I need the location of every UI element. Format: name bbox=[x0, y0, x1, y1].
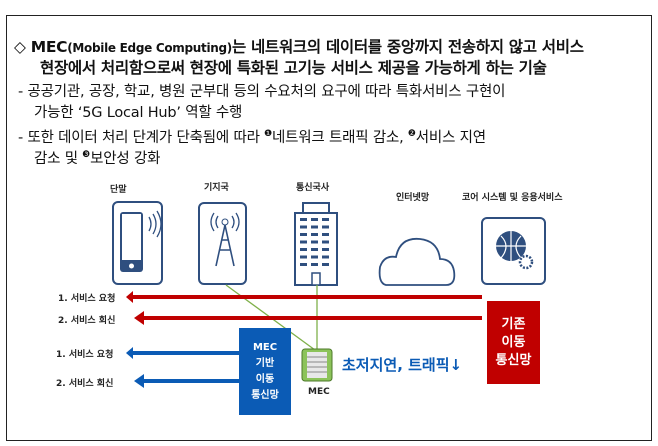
mec-server-icon bbox=[301, 348, 333, 382]
box-text: 기존 bbox=[501, 316, 526, 332]
building-window bbox=[322, 248, 329, 251]
number-2-icon: ❷ bbox=[407, 129, 416, 140]
internet-cloud-icon bbox=[378, 237, 456, 286]
node-label-terminal: 단말 bbox=[110, 185, 127, 195]
content-frame bbox=[6, 15, 652, 441]
node-label-core: 코어 시스템 및 응용서비스 bbox=[462, 193, 563, 203]
text: 감소 및 bbox=[34, 151, 83, 167]
point-1-line-2: 가능한 ‘5G Local Hub’ 역할 수행 bbox=[34, 105, 243, 121]
diamond-bullet-icon: ◇ bbox=[14, 38, 26, 56]
building-window bbox=[322, 240, 329, 244]
point-1-line-1: - 공공기관, 공장, 학교, 병원 군부대 등의 수요처의 요구에 따라 특화… bbox=[18, 84, 506, 100]
mec-term: MEC bbox=[30, 38, 68, 56]
legacy-network-box: 기존 이동 통신망 bbox=[487, 301, 540, 384]
building-window bbox=[311, 225, 318, 229]
mec-expansion: (Mobile Edge Computing) bbox=[67, 41, 232, 55]
building-window bbox=[311, 218, 318, 221]
base-station-tower-icon bbox=[198, 202, 247, 285]
legacy-request-arrow bbox=[126, 291, 482, 303]
mec-network-box: MEC 기반 이동 통신망 bbox=[239, 328, 291, 415]
telecom-building-icon bbox=[294, 202, 338, 286]
intro-line-2: 현장에서 처리함으로써 현장에 특화된 고기능 서비스 제공을 가능하게 하는 … bbox=[40, 59, 547, 77]
building-window bbox=[300, 248, 307, 251]
building-window bbox=[322, 218, 329, 221]
building-window bbox=[311, 248, 318, 251]
node-label-central-office: 통신국사 bbox=[296, 183, 330, 193]
legacy-request-label: 1. 서비스 요청 bbox=[58, 294, 116, 304]
mec-server-label: MEC bbox=[308, 387, 330, 397]
building-window bbox=[300, 225, 307, 229]
text: 네트워크 트래픽 감소, bbox=[272, 130, 408, 146]
building-window bbox=[322, 233, 329, 236]
building-window bbox=[311, 240, 318, 244]
benefit-label: 초저지연, 트래픽↓ bbox=[342, 356, 463, 374]
building-window bbox=[322, 263, 329, 266]
text: 서비스 지연 bbox=[415, 130, 486, 146]
node-label-internet: 인터넷망 bbox=[396, 193, 430, 203]
point-2-line-2: 감소 및 ❸보안성 강화 bbox=[34, 147, 160, 168]
intro-line-1: ◇ MEC(Mobile Edge Computing)는 네트워크의 데이터를… bbox=[14, 35, 584, 57]
phone-icon bbox=[112, 201, 163, 285]
number-3-icon: ❸ bbox=[82, 150, 91, 161]
legacy-reply-arrow bbox=[134, 311, 482, 325]
text: 보안성 강화 bbox=[90, 151, 161, 167]
building-window bbox=[311, 255, 318, 259]
building-window bbox=[300, 233, 307, 236]
globe-gear-icon bbox=[481, 217, 546, 285]
mec-reply-label: 2. 서비스 회신 bbox=[56, 379, 114, 389]
building-window bbox=[322, 255, 329, 259]
mec-request-arrow bbox=[126, 347, 240, 359]
mec-request-label: 1. 서비스 요청 bbox=[56, 350, 114, 360]
building-window bbox=[311, 263, 318, 266]
text: - 또한 데이터 처리 단계가 단축됨에 따라 bbox=[18, 130, 265, 146]
box-text: 기반 bbox=[255, 357, 275, 369]
building-window bbox=[300, 240, 307, 244]
building-window bbox=[300, 218, 307, 221]
mec-reply-arrow bbox=[134, 374, 240, 388]
box-text: 통신망 bbox=[251, 389, 279, 401]
number-1-icon: ❶ bbox=[264, 129, 273, 140]
node-label-base-station: 기지국 bbox=[204, 183, 229, 193]
legacy-reply-label: 2. 서비스 회신 bbox=[58, 316, 116, 326]
box-text: 통신망 bbox=[495, 352, 532, 368]
building-window bbox=[322, 225, 329, 229]
intro-text: 는 네트워크의 데이터를 중앙까지 전송하지 않고 서비스 bbox=[232, 38, 584, 56]
building-window bbox=[300, 255, 307, 259]
box-text: MEC bbox=[252, 341, 278, 353]
building-window bbox=[311, 233, 318, 236]
building-window bbox=[300, 263, 307, 266]
point-2-line-1: - 또한 데이터 처리 단계가 단축됨에 따라 ❶네트워크 트래픽 감소, ❷서… bbox=[18, 126, 486, 147]
box-text: 이동 bbox=[501, 334, 526, 350]
box-text: 이동 bbox=[255, 373, 275, 385]
